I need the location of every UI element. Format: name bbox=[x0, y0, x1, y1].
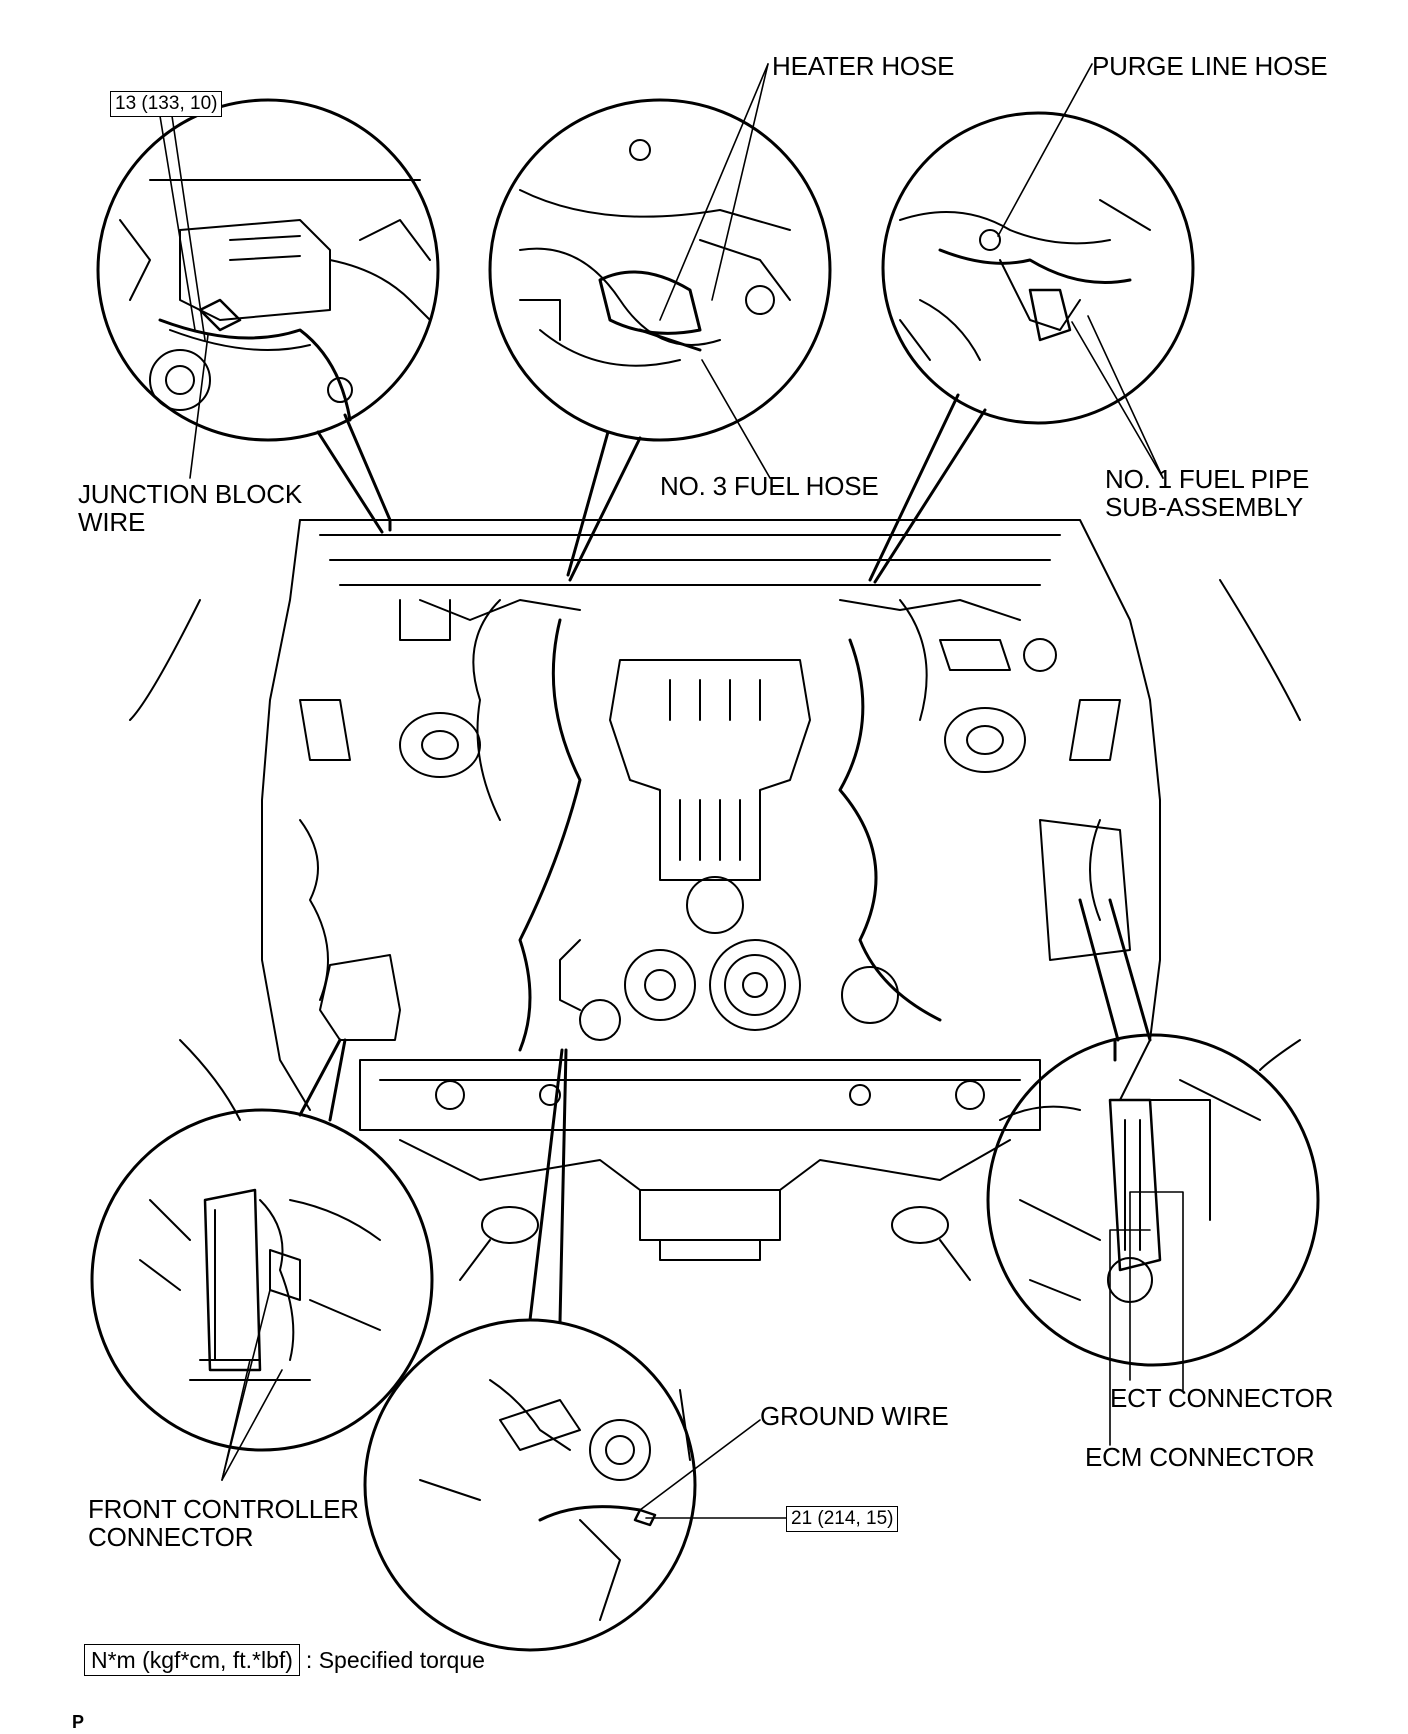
purge-line-hose-label: PURGE LINE HOSE bbox=[1092, 51, 1328, 81]
junction-block-wire-label-line2: WIRE bbox=[78, 507, 146, 537]
throttle-body bbox=[686, 876, 744, 934]
idler-pulley bbox=[624, 949, 696, 1021]
ground-wire-label: GROUND WIRE bbox=[760, 1401, 949, 1431]
detail-circle-purge-line bbox=[868, 111, 1195, 584]
ecm-connector-label: ECM CONNECTOR bbox=[1085, 1442, 1315, 1472]
torque-legend: N*m (kgf*cm, ft.*lbf): Specified torque bbox=[84, 1644, 485, 1676]
torque-legend-box: N*m (kgf*cm, ft.*lbf) bbox=[84, 1644, 300, 1676]
no3-fuel-hose-label: NO. 3 FUEL HOSE bbox=[660, 471, 879, 501]
torque-legend-text: : Specified torque bbox=[305, 1647, 485, 1673]
front-controller-label-line2: CONNECTOR bbox=[88, 1522, 254, 1552]
front-controller-housing bbox=[319, 954, 401, 1041]
front-controller-label-line1: FRONT CONTROLLER bbox=[88, 1494, 359, 1524]
detail-circle-ecm-connector bbox=[986, 898, 1320, 1367]
intake-plenum bbox=[609, 659, 811, 881]
label-leaders bbox=[159, 63, 1184, 1519]
heater-hose-label: HEATER HOSE bbox=[772, 51, 955, 81]
no1-fuel-pipe-label-line1: NO. 1 FUEL PIPE bbox=[1105, 464, 1310, 494]
junction-block-torque-box: 13 (133, 10) bbox=[110, 91, 223, 117]
ecm-box bbox=[1039, 819, 1131, 961]
detail-circle-ground-wire bbox=[363, 1048, 697, 1652]
left-strut-tower bbox=[399, 712, 481, 778]
ect-connector-label: ECT CONNECTOR bbox=[1110, 1383, 1334, 1413]
right-strut-tower bbox=[944, 707, 1026, 773]
detail-circle-heater-hose bbox=[488, 98, 832, 582]
leader-pointer bbox=[343, 413, 392, 532]
front-crossmember bbox=[359, 1059, 1041, 1131]
page-code: P bbox=[72, 1712, 85, 1732]
detail-circle-junction-block bbox=[96, 98, 440, 534]
crank-pulley bbox=[709, 939, 801, 1031]
ground-wire-torque-box: 21 (214, 15) bbox=[786, 1506, 899, 1532]
detail-circle-front-controller bbox=[90, 1038, 434, 1452]
engine-compartment-overview bbox=[129, 519, 1301, 1281]
no1-fuel-pipe-label-line2: SUB-ASSEMBLY bbox=[1105, 492, 1303, 522]
junction-block-wire-label-line1: JUNCTION BLOCK bbox=[78, 479, 303, 509]
